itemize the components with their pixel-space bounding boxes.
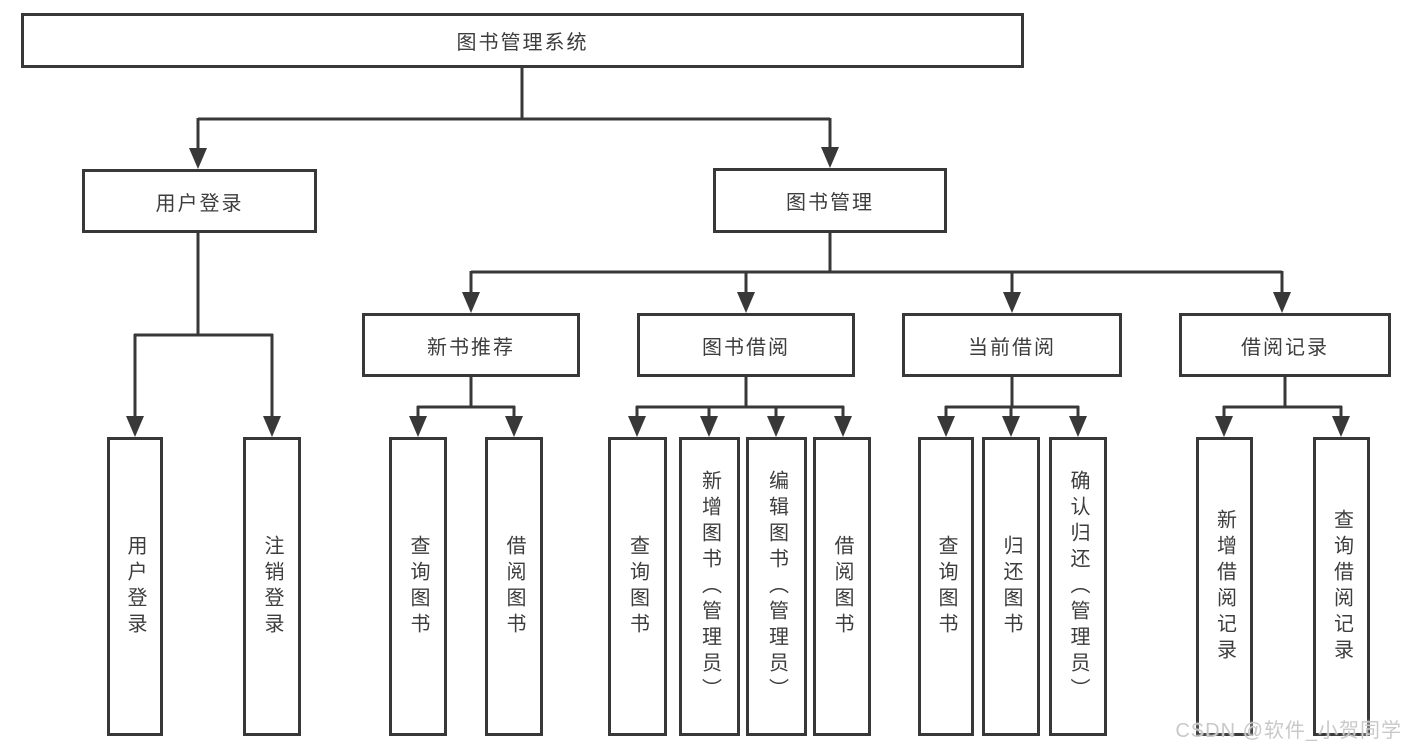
leaf-label: 归还图书 — [1000, 534, 1022, 639]
leaf-label: 查询图书 — [935, 534, 957, 639]
leaf-user-login: 用户登录 — [107, 437, 163, 736]
leaf-label: 新增借阅记录 — [1213, 508, 1236, 665]
leaf-label: 用户登录 — [124, 534, 146, 639]
node-user-login-branch: 用户登录 — [82, 169, 317, 233]
leaf-logout: 注销登录 — [243, 437, 301, 736]
leaf-edit-books-admin: 编辑图书（管理员） — [746, 437, 807, 736]
leaf-borrow-books-1: 借阅图书 — [485, 437, 543, 736]
leaf-borrow-books-2: 借阅图书 — [813, 437, 871, 736]
node-borrow-records: 借阅记录 — [1179, 313, 1391, 377]
leaf-label: 编辑图书（管理员） — [765, 469, 788, 704]
leaf-query-books-1: 查询图书 — [389, 437, 447, 736]
node-label: 借阅记录 — [1241, 336, 1329, 359]
leaf-confirm-return-admin: 确认归还（管理员） — [1049, 437, 1107, 736]
leaf-query-borrow-record: 查询借阅记录 — [1313, 437, 1370, 736]
node-library-management-system: 图书管理系统 — [21, 13, 1024, 68]
leaf-label: 注销登录 — [261, 534, 283, 639]
leaf-query-books-2: 查询图书 — [608, 437, 667, 736]
node-label: 图书借阅 — [702, 336, 790, 359]
leaf-label: 借阅图书 — [831, 534, 853, 639]
leaf-return-books: 归还图书 — [982, 437, 1040, 736]
node-label: 新书推荐 — [427, 336, 515, 359]
leaf-add-borrow-record: 新增借阅记录 — [1196, 437, 1253, 736]
csdn-watermark: CSDN @软件_小贺同学 — [1175, 720, 1402, 742]
leaf-add-books-admin: 新增图书（管理员） — [679, 437, 740, 736]
node-new-book-recommend: 新书推荐 — [362, 313, 580, 377]
leaf-label: 查询图书 — [626, 534, 649, 639]
node-book-management-branch: 图书管理 — [713, 168, 947, 233]
node-label: 图书管理 — [786, 192, 874, 214]
leaf-label: 新增图书（管理员） — [698, 469, 721, 704]
node-book-borrow: 图书借阅 — [637, 313, 855, 377]
leaf-label: 查询图书 — [407, 534, 429, 639]
leaf-query-books-3: 查询图书 — [918, 437, 974, 736]
arrowheads — [126, 147, 1350, 437]
node-current-borrow: 当前借阅 — [902, 313, 1122, 377]
leaf-label: 查询借阅记录 — [1330, 508, 1353, 665]
leaf-label: 借阅图书 — [503, 534, 525, 639]
node-label: 当前借阅 — [968, 336, 1056, 359]
node-label: 用户登录 — [155, 192, 244, 215]
node-label: 图书管理系统 — [456, 32, 589, 54]
leaf-label: 确认归还（管理员） — [1067, 469, 1089, 704]
